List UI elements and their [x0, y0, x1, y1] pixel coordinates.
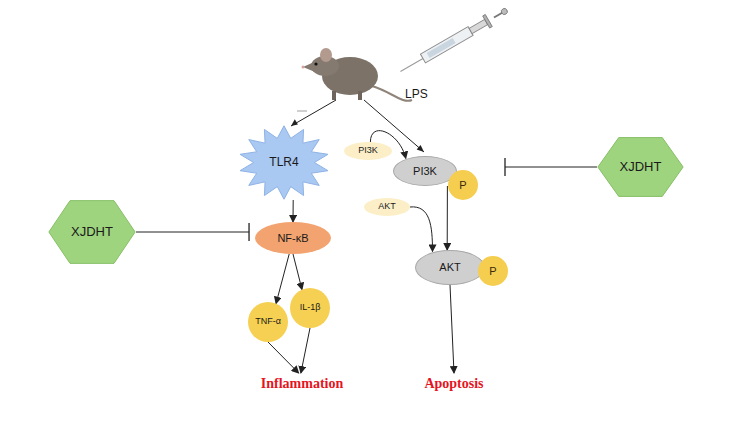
- phospho-circle: P: [478, 256, 508, 286]
- arrow-head: [417, 145, 424, 152]
- mouse-illustration: [302, 48, 413, 101]
- node-label: NF-κB: [277, 232, 308, 244]
- inhibition-connector: [136, 223, 249, 241]
- arrow-connector: [268, 342, 299, 373]
- arrow-connector: [293, 254, 302, 290]
- protein-label: PI3K: [344, 142, 392, 160]
- node-label: PI3K: [413, 165, 437, 177]
- stimulus-label: LPS: [405, 87, 428, 101]
- phospho-circle: P: [448, 170, 478, 200]
- arrow-head: [291, 119, 298, 126]
- outcome-text: Apoptosis: [411, 373, 497, 395]
- cytokine-circle: TNF-α: [248, 302, 288, 342]
- arrow-connector: [447, 186, 448, 250]
- syringe-illustration: [397, 4, 511, 78]
- factor-ellipse: NF-κB: [255, 222, 331, 254]
- arrow-connector: [410, 207, 433, 252]
- mark: [297, 110, 307, 112]
- stimulus-arrow: [291, 100, 336, 126]
- node-label: XJDHT: [620, 160, 662, 174]
- node-label: Inflammation: [261, 376, 343, 391]
- node-label: XJDHT: [71, 225, 113, 239]
- node-label: P: [489, 265, 496, 277]
- herb-hexagon: XJDHT: [597, 137, 684, 197]
- receptor-star: TLR4: [238, 125, 330, 200]
- arrow-connector: [276, 254, 289, 304]
- outcome-text: Inflammation: [246, 373, 358, 395]
- node-label: IL-1β: [300, 303, 321, 313]
- arrow-connector: [450, 285, 454, 373]
- inhibition-connector: [505, 158, 597, 176]
- arrow-connector: [301, 328, 310, 373]
- node-label: TLR4: [269, 156, 298, 169]
- herb-hexagon: XJDHT: [48, 200, 136, 264]
- node-label: Apoptosis: [424, 376, 483, 391]
- protein-label: AKT: [364, 198, 410, 216]
- node-label: AKT: [378, 202, 396, 212]
- node-label: PI3K: [358, 146, 378, 156]
- cytokine-circle: IL-1β: [290, 288, 330, 328]
- node-label: TNF-α: [255, 317, 281, 327]
- protein-ellipse: AKT: [415, 250, 485, 285]
- node-label: AKT: [439, 261, 460, 273]
- node-label: P: [459, 179, 466, 191]
- arrow-connector: [293, 200, 294, 222]
